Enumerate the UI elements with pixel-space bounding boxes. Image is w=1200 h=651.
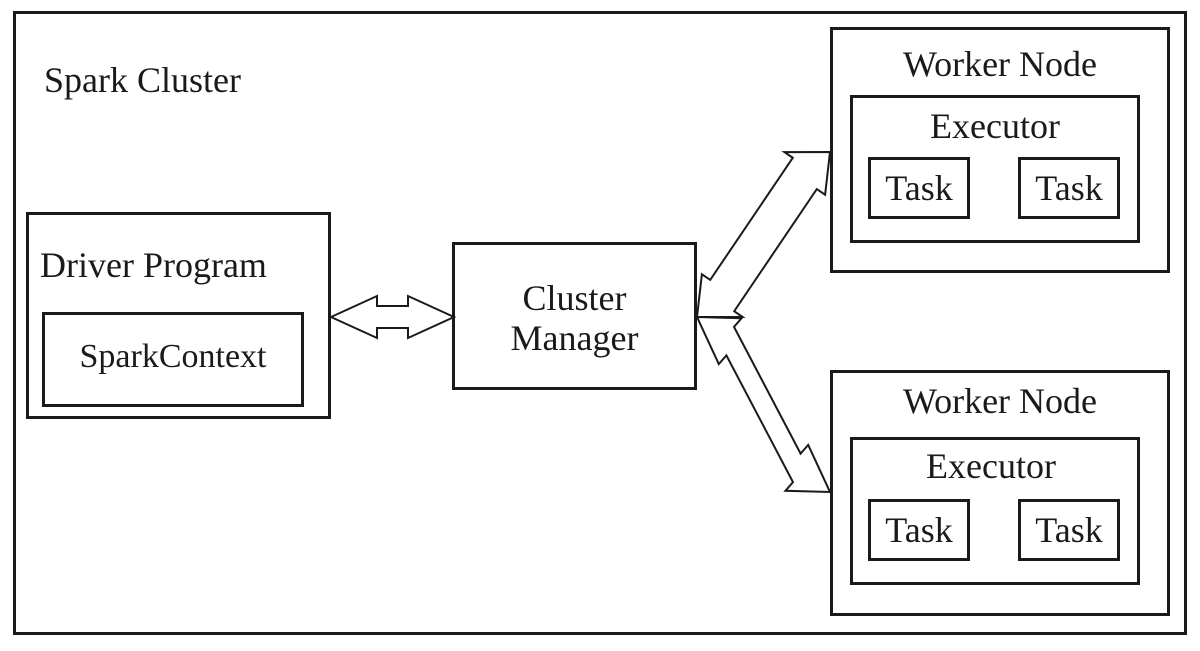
- driver-manager-arrow: [328, 294, 457, 340]
- spark-context-box: [42, 312, 304, 407]
- task-box: [868, 157, 970, 219]
- worker-node-label: Worker Node: [902, 44, 1098, 84]
- driver-program-label: Driver Program: [40, 245, 267, 285]
- manager-worker1-arrow: [695, 150, 832, 319]
- worker-node-label: Worker Node: [902, 381, 1098, 421]
- task-label: Task: [885, 168, 953, 208]
- executor-label: Executor: [930, 106, 1060, 146]
- task-box: [1018, 157, 1120, 219]
- task-box: [868, 499, 970, 561]
- cluster-manager-label-line1: Cluster: [522, 278, 627, 318]
- task-label: Task: [1035, 168, 1103, 208]
- spark-context-label: SparkContext: [79, 338, 267, 375]
- task-label: Task: [1035, 510, 1103, 550]
- spark-cluster-label: Spark Cluster: [44, 60, 241, 100]
- manager-worker2-arrow: [695, 315, 832, 494]
- task-box: [1018, 499, 1120, 561]
- executor-label: Executor: [926, 446, 1056, 486]
- task-label: Task: [885, 510, 953, 550]
- cluster-manager-label-line2: Manager: [510, 318, 639, 358]
- cluster-manager-label: Cluster Manager: [452, 278, 697, 358]
